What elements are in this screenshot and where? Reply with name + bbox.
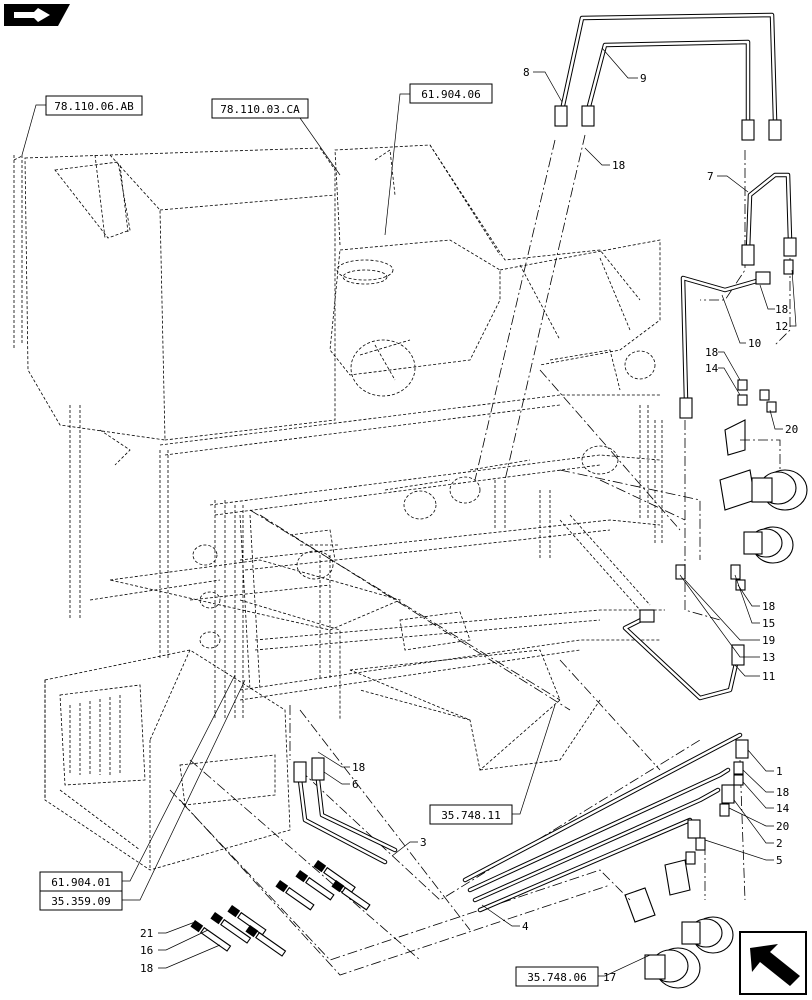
callout-18: 18 — [742, 769, 789, 799]
ref-box-61-904-01[interactable]: 61.904.01 — [39, 871, 123, 892]
routing-lines — [169, 134, 791, 976]
svg-text:20: 20 — [776, 820, 789, 833]
ref-box-78-110-03-ca[interactable]: 78.110.03.CA — [211, 98, 309, 119]
svg-text:18: 18 — [776, 786, 789, 799]
svg-text:18: 18 — [140, 962, 153, 975]
callout-14: 14 — [742, 781, 790, 815]
svg-text:18: 18 — [775, 303, 788, 316]
loose-fittings — [190, 860, 371, 957]
callout-12: 12 — [775, 269, 797, 333]
ref-leaders — [21, 93, 651, 977]
ref-box-78-110-06-ab[interactable]: 78.110.06.AB — [45, 95, 143, 116]
machine-frame — [13, 144, 665, 871]
callout-16: 16 — [140, 929, 209, 957]
svg-text:14: 14 — [776, 802, 790, 815]
frame-motors — [99, 349, 656, 649]
svg-text:11: 11 — [762, 670, 775, 683]
callout-21: 21 — [140, 921, 196, 940]
arrow-right-icon[interactable] — [4, 4, 70, 26]
hydraulic-motors — [624, 419, 808, 989]
ref-box-35-359-09[interactable]: 35.359.09 — [39, 890, 123, 911]
svg-text:61.904.06: 61.904.06 — [421, 88, 481, 101]
callout-18: 18 — [705, 346, 741, 381]
callout-17: 17 — [603, 971, 616, 984]
svg-text:18: 18 — [612, 159, 625, 172]
callout-14: 14 — [705, 362, 741, 396]
callout-7: 7 — [707, 170, 749, 193]
callout-18: 18 — [759, 284, 788, 316]
callouts: 8 9 18 7 18 12 10 18 14 20 18 15 19 13 1… — [140, 47, 798, 984]
fittings — [675, 259, 794, 865]
svg-text:18: 18 — [762, 600, 775, 613]
svg-text:6: 6 — [352, 778, 359, 791]
callout-19: 19 — [684, 579, 775, 647]
callout-15: 15 — [734, 574, 775, 630]
svg-text:7: 7 — [707, 170, 714, 183]
svg-text:15: 15 — [762, 617, 775, 630]
svg-text:10: 10 — [748, 337, 761, 350]
svg-text:13: 13 — [762, 651, 775, 664]
svg-text:4: 4 — [522, 920, 529, 933]
callout-13: 13 — [679, 574, 775, 664]
ref-box-61-904-06[interactable]: 61.904.06 — [409, 83, 493, 104]
svg-text:78.110.03.CA: 78.110.03.CA — [220, 103, 300, 116]
callout-9: 9 — [601, 47, 647, 85]
callout-2: 2 — [733, 799, 783, 850]
callout-20: 20 — [769, 409, 798, 436]
svg-text:9: 9 — [640, 72, 647, 85]
ref-box-35-748-06[interactable]: 35.748.06 — [515, 966, 599, 987]
svg-text:21: 21 — [140, 927, 153, 940]
svg-text:1: 1 — [776, 765, 783, 778]
callout-10: 10 — [721, 294, 761, 350]
svg-text:61.904.01: 61.904.01 — [51, 876, 111, 889]
svg-text:18: 18 — [705, 346, 718, 359]
callout-3: 3 — [391, 836, 427, 857]
svg-text:3: 3 — [420, 836, 427, 849]
callout-11: 11 — [734, 664, 775, 683]
callout-18: 18 — [737, 584, 775, 613]
svg-text:19: 19 — [762, 634, 775, 647]
hose-assemblies — [293, 12, 797, 913]
callout-18: 18 — [317, 751, 365, 774]
svg-text:8: 8 — [523, 66, 530, 79]
callout-4: 4 — [481, 904, 529, 933]
svg-text:20: 20 — [785, 423, 798, 436]
svg-text:17: 17 — [603, 971, 616, 984]
ref-box-35-748-11[interactable]: 35.748.11 — [429, 804, 513, 825]
callout-18: 18 — [584, 147, 625, 172]
svg-text:12: 12 — [775, 320, 788, 333]
callout-8: 8 — [523, 66, 563, 103]
svg-text:18: 18 — [352, 761, 365, 774]
svg-text:5: 5 — [776, 854, 783, 867]
callout-18: 18 — [140, 944, 221, 975]
callout-20: 20 — [728, 807, 789, 833]
svg-text:35.359.09: 35.359.09 — [51, 895, 111, 908]
arrow-up-left-icon[interactable] — [739, 931, 807, 995]
callout-1: 1 — [747, 749, 783, 778]
callout-6: 6 — [323, 771, 359, 791]
svg-text:14: 14 — [705, 362, 719, 375]
svg-text:78.110.06.AB: 78.110.06.AB — [54, 100, 134, 113]
svg-text:16: 16 — [140, 944, 153, 957]
svg-text:35.748.11: 35.748.11 — [441, 809, 501, 822]
svg-text:2: 2 — [776, 837, 783, 850]
callout-5: 5 — [704, 839, 783, 867]
svg-text:35.748.06: 35.748.06 — [527, 971, 587, 984]
